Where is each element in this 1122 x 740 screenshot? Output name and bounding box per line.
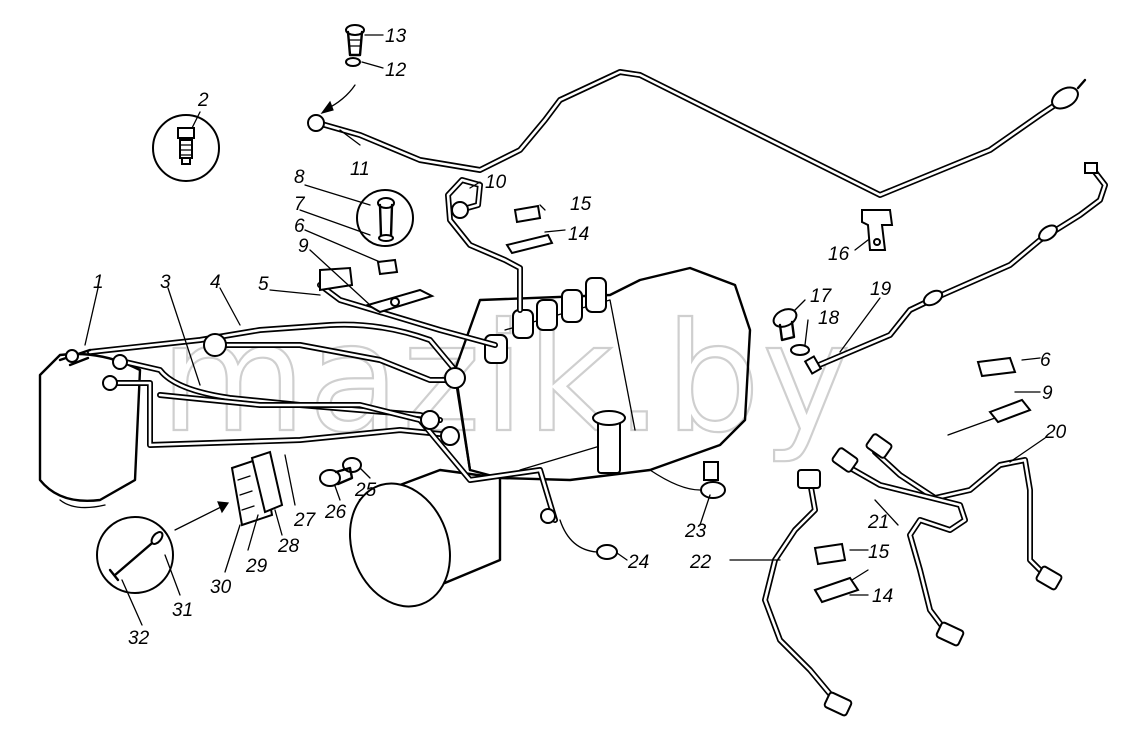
plate-14-upper bbox=[505, 233, 554, 255]
inset-bolt-7-8 bbox=[356, 189, 414, 247]
pipe-21 bbox=[831, 447, 968, 647]
bolt-13 bbox=[345, 24, 365, 57]
bolt-26 bbox=[319, 466, 354, 487]
label-19: 19 bbox=[870, 279, 892, 300]
label-1: 1 bbox=[93, 272, 104, 293]
label-5: 5 bbox=[258, 274, 269, 295]
label-7: 7 bbox=[294, 194, 306, 215]
label-13: 13 bbox=[385, 26, 407, 47]
pipe-19 bbox=[803, 162, 1108, 375]
pipe-bundle-left bbox=[58, 282, 558, 524]
label-31: 31 bbox=[172, 600, 193, 621]
label-10: 10 bbox=[485, 172, 507, 193]
bracket-16 bbox=[861, 209, 894, 251]
arrow-head bbox=[320, 100, 334, 115]
label-29: 29 bbox=[245, 556, 268, 577]
label-14: 14 bbox=[568, 224, 589, 245]
label-21: 21 bbox=[867, 512, 889, 533]
label-4: 4 bbox=[210, 272, 221, 293]
fuel-pump-body bbox=[453, 266, 752, 482]
label-6: 6 bbox=[294, 216, 305, 237]
arrow-head-bolt bbox=[217, 501, 230, 514]
pipe-10 bbox=[445, 177, 523, 313]
leader-lines bbox=[84, 34, 1046, 626]
line-to-24 bbox=[559, 519, 598, 553]
clip-6-right bbox=[976, 356, 1017, 378]
label-23: 23 bbox=[684, 521, 707, 542]
label-9: 9 bbox=[298, 236, 309, 257]
label-18: 18 bbox=[818, 308, 840, 329]
label-15: 15 bbox=[570, 194, 592, 215]
washer-18 bbox=[790, 344, 810, 356]
label-9-right: 9 bbox=[1042, 383, 1053, 404]
label-8: 8 bbox=[294, 167, 305, 188]
label-30: 30 bbox=[210, 577, 232, 598]
pipe-11-return-line bbox=[307, 69, 1087, 198]
part-number-labels: 1 2 3 4 5 6 7 8 9 10 11 12 13 14 15 16 1… bbox=[93, 26, 1067, 649]
fine-filter-housing bbox=[38, 352, 142, 509]
inset-bolt-31-32 bbox=[96, 516, 174, 594]
pipe-22 bbox=[762, 469, 853, 717]
plate-9-upper bbox=[365, 288, 435, 314]
label-28: 28 bbox=[277, 536, 300, 557]
washer-24 bbox=[596, 544, 618, 560]
label-12: 12 bbox=[385, 60, 407, 81]
plate-9-right bbox=[947, 398, 1032, 436]
label-16: 16 bbox=[828, 244, 850, 265]
pipe-20 bbox=[865, 433, 1063, 591]
label-17: 17 bbox=[810, 286, 833, 307]
clip-15-upper bbox=[513, 204, 542, 224]
label-27: 27 bbox=[293, 510, 317, 531]
plate-14-lower bbox=[813, 569, 869, 604]
washer-12 bbox=[345, 57, 361, 67]
label-14-lower: 14 bbox=[872, 586, 893, 607]
label-24: 24 bbox=[627, 552, 649, 573]
clip-6-upper bbox=[376, 258, 399, 276]
inset-fitting-2 bbox=[152, 114, 220, 182]
clip-15-lower bbox=[813, 542, 847, 566]
banjo-bolt-17 bbox=[772, 308, 798, 342]
label-32: 32 bbox=[128, 628, 150, 649]
watermark: mazik.by bbox=[160, 292, 853, 466]
label-3: 3 bbox=[160, 272, 171, 293]
fitting-23 bbox=[649, 461, 726, 499]
label-2: 2 bbox=[197, 90, 209, 111]
label-20: 20 bbox=[1044, 422, 1067, 443]
label-25: 25 bbox=[354, 480, 377, 501]
arrow-line-bolt bbox=[174, 504, 226, 531]
label-11: 11 bbox=[350, 159, 370, 180]
label-22: 22 bbox=[689, 552, 712, 573]
label-15-lower: 15 bbox=[868, 542, 890, 563]
label-6-right: 6 bbox=[1040, 350, 1051, 371]
label-26: 26 bbox=[324, 502, 347, 523]
clamp-28-29-30 bbox=[230, 450, 284, 527]
bracket-upper-left bbox=[319, 266, 354, 292]
